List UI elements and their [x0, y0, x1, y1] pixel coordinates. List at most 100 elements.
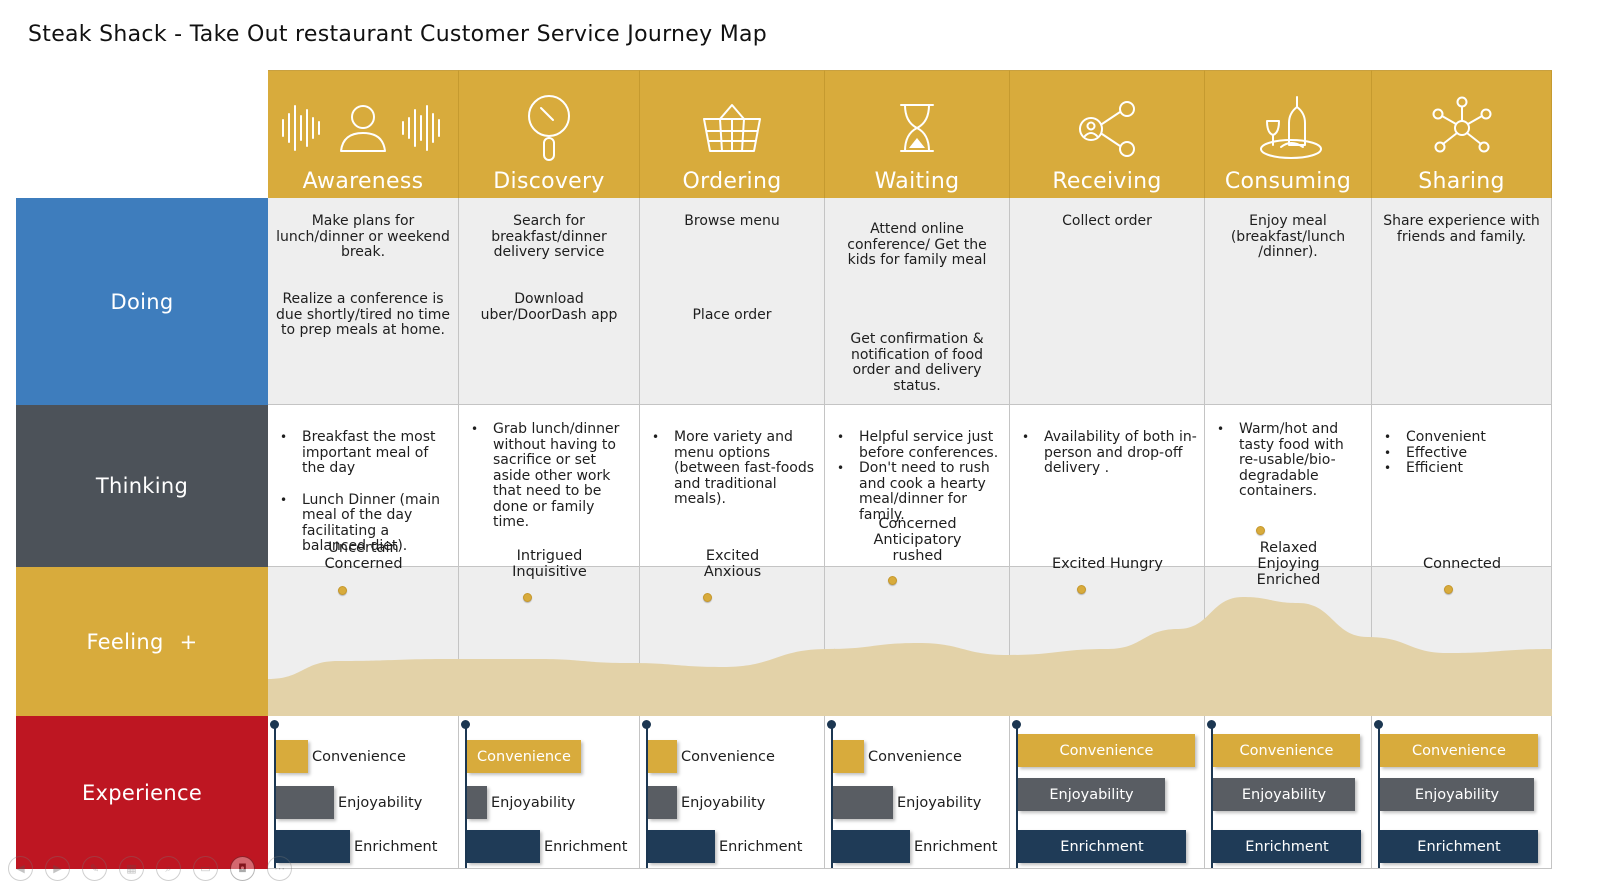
stage-title: Ordering: [682, 169, 782, 194]
enjoyability-bar: [1213, 778, 1355, 811]
doing-text: Attend online conference/ Get the kids f…: [847, 221, 987, 268]
next-slide-icon[interactable]: ▶: [45, 856, 70, 881]
experience-axis: [274, 726, 276, 868]
enjoyability-label: Enjoyability: [897, 795, 982, 811]
feeling-cell-waiting: [825, 567, 1010, 716]
subtitles-icon[interactable]: ▭: [193, 856, 218, 881]
enrichment-bar: [833, 830, 910, 863]
page-title: Steak Shack - Take Out restaurant Custom…: [28, 22, 768, 47]
stage-header-discovery: Discovery: [459, 70, 640, 198]
feeling-text: Uncertain Concerned: [324, 540, 403, 572]
row-label-thinking: Thinking: [95, 474, 189, 498]
more-options-icon[interactable]: ⋯: [267, 856, 292, 881]
thinking-item: Availability of both in-person and drop-…: [1018, 429, 1198, 477]
experience-axis: [1211, 726, 1213, 868]
enrichment-bar: [467, 830, 540, 863]
thinking-list: Warm/hot and tasty food with re-usable/b…: [1213, 421, 1365, 500]
network-icon: [1407, 93, 1517, 163]
thinking-cell-waiting: Helpful service just before conferences.…: [825, 405, 1010, 567]
pen-icon[interactable]: ✎: [82, 856, 107, 881]
enjoyability-label: Enjoyability: [1241, 787, 1327, 803]
camera-icon[interactable]: ◘: [230, 856, 255, 881]
convenience-bar: [648, 740, 677, 773]
stage-title: Awareness: [302, 169, 424, 194]
row-header-feeling: Feeling +: [16, 567, 268, 716]
zoom-icon[interactable]: ⌕: [156, 856, 181, 881]
basket-icon: [677, 93, 787, 163]
stage-header-awareness: Awareness: [268, 70, 459, 198]
feeling-marker: [888, 576, 897, 585]
thinking-list: Grab lunch/dinner without having to sacr…: [467, 421, 633, 531]
journey-map-grid: Doing Thinking Feeling+ Experience Aware…: [16, 70, 1552, 869]
doing-cell-awareness: Make plans for lunch/dinner or weekend b…: [268, 198, 459, 405]
stage-title: Sharing: [1418, 169, 1505, 194]
enrichment-label: Enrichment: [1060, 839, 1144, 855]
feeling-text: Excited Hungry: [1052, 556, 1163, 572]
stage-title: Receiving: [1052, 169, 1162, 194]
thinking-item: Grab lunch/dinner without having to sacr…: [467, 421, 633, 531]
thinking-list: Breakfast the most important meal of the…: [276, 429, 452, 555]
enrichment-bar: [648, 830, 715, 863]
enjoyability-bar: [648, 786, 677, 819]
feeling-marker: [703, 593, 712, 602]
experience-axis-marker: [642, 720, 651, 729]
stage-title: Consuming: [1224, 169, 1352, 194]
doing-cell-sharing: Share experience with friends and family…: [1372, 198, 1552, 405]
thinking-item: Efficient: [1380, 460, 1545, 477]
enrichment-bar: [1380, 830, 1538, 863]
convenience-bar: [1018, 734, 1195, 767]
convenience-label: Convenience: [1059, 743, 1154, 759]
convenience-label: Convenience: [1239, 743, 1334, 759]
doing-text: Place order: [692, 307, 772, 323]
thinking-item: Warm/hot and tasty food with re-usable/b…: [1213, 421, 1365, 500]
doing-text: Collect order: [1062, 213, 1152, 229]
feeling-cell-receiving: [1010, 567, 1205, 716]
convenience-label: Convenience: [477, 749, 571, 765]
stage-header-consuming: Consuming: [1205, 70, 1372, 198]
convenience-bar: [1213, 734, 1360, 767]
slides-grid-icon[interactable]: ▦: [119, 856, 144, 881]
experience-axis-marker: [827, 720, 836, 729]
feeling-cell-ordering: [640, 567, 825, 716]
feeling-text: Excited Anxious: [703, 548, 762, 580]
doing-text: Search for breakfast/dinner delivery ser…: [491, 213, 607, 260]
previous-slide-icon[interactable]: ◀: [8, 856, 33, 881]
doing-text: Realize a conference is due shortly/tire…: [276, 291, 450, 338]
doing-cell-discovery: Search for breakfast/dinner delivery ser…: [459, 198, 640, 405]
convenience-bar: [467, 740, 581, 773]
experience-axis: [1016, 726, 1018, 868]
enjoyability-bar: [1018, 778, 1165, 811]
convenience-label: Convenience: [868, 749, 962, 765]
enjoyability-bar: [1380, 778, 1534, 811]
convenience-bar: [1380, 734, 1538, 767]
plus-icon: +: [179, 629, 198, 654]
feeling-marker: [1077, 585, 1086, 594]
stage-header-receiving: Receiving: [1010, 70, 1205, 198]
feeling-text: Concerned Anticipatory rushed: [873, 516, 962, 564]
thinking-cell-ordering: More variety and menu options (between f…: [640, 405, 825, 567]
thinking-item: Helpful service just before conferences.: [833, 429, 1003, 461]
experience-axis: [831, 726, 833, 868]
doing-text: Browse menu: [684, 213, 780, 229]
magnifier-icon: [494, 93, 604, 163]
enrichment-label: Enrichment: [719, 839, 803, 855]
convenience-label: Convenience: [1412, 743, 1506, 759]
enjoyability-label: Enjoyability: [491, 795, 576, 811]
stage-header-ordering: Ordering: [640, 70, 825, 198]
feeling-cell-consuming: [1205, 567, 1372, 716]
row-label-feeling: Feeling: [86, 629, 164, 654]
wine-dinner-icon: [1233, 93, 1343, 163]
thinking-list: ConvenientEffectiveEfficient: [1380, 429, 1545, 477]
convenience-label: Convenience: [681, 749, 775, 765]
presentation-toolbar: ◀ ▶ ✎ ▦ ⌕ ▭ ◘ ⋯: [8, 856, 292, 881]
thinking-list: Helpful service just before conferences.…: [833, 429, 1003, 523]
listening-person-icon: [282, 93, 440, 163]
feeling-text: Connected: [1422, 556, 1502, 572]
thinking-item: Don't need to rush and cook a hearty mea…: [833, 460, 1003, 523]
enrichment-label: Enrichment: [914, 839, 998, 855]
enrichment-label: Enrichment: [354, 839, 438, 855]
doing-text: Download uber/DoorDash app: [480, 291, 618, 323]
